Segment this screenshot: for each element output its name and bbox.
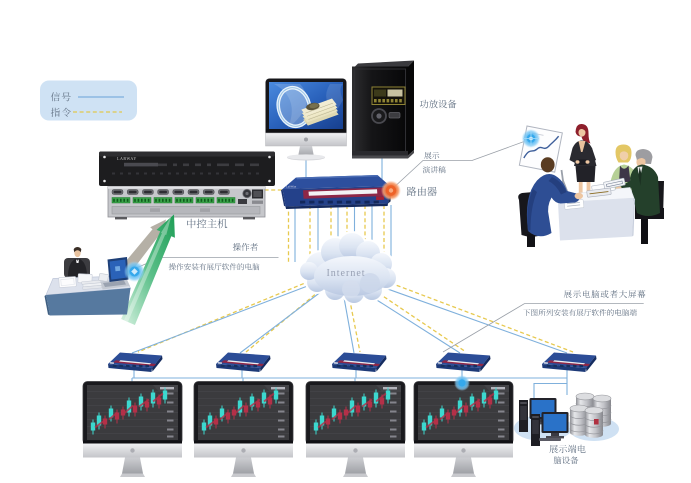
svg-text:Internet: Internet [326,268,365,279]
svg-text:LabWay: LabWay [286,185,297,189]
svg-text:LABWAY: LABWAY [117,156,137,161]
